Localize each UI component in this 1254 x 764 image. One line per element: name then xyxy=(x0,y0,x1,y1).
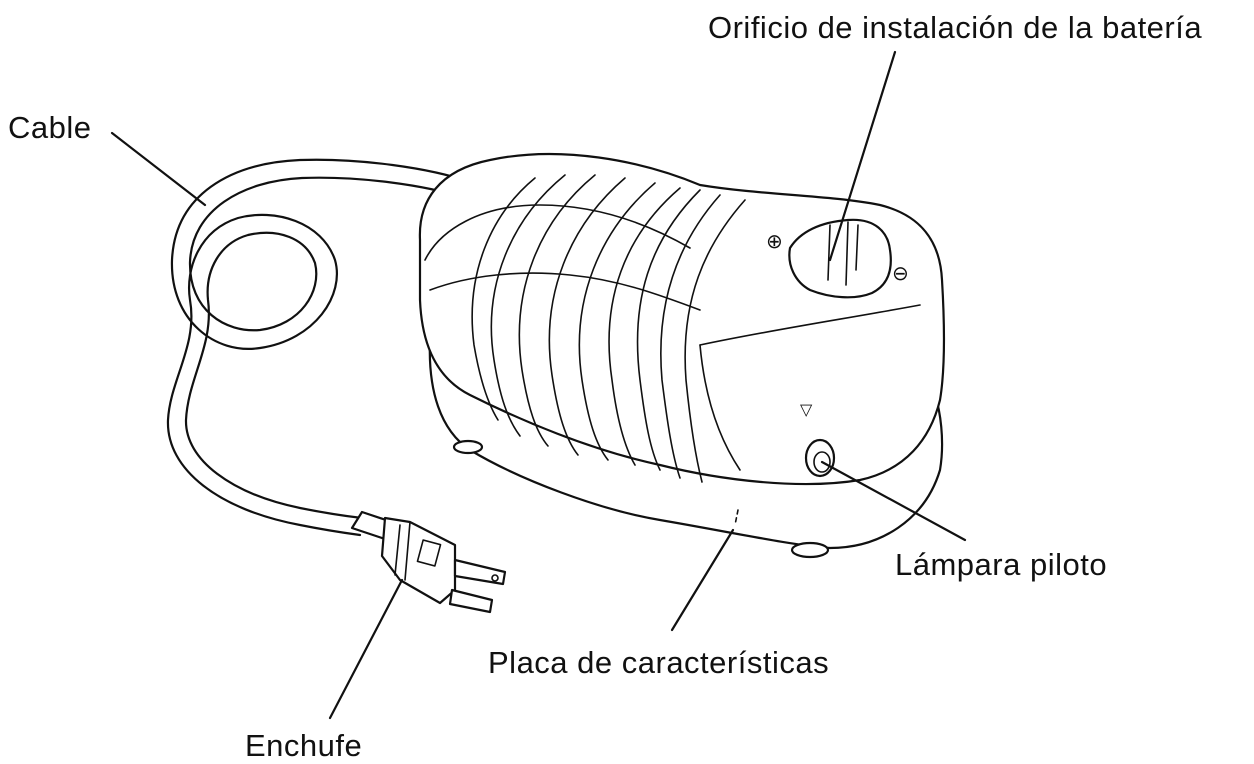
battery-hole-label: Orificio de instalación de la batería xyxy=(708,10,1203,45)
cable-drawing xyxy=(166,158,472,537)
plug-drawing xyxy=(350,510,507,614)
leader-lines xyxy=(110,50,967,720)
leader-plug xyxy=(328,578,404,720)
charger-body xyxy=(418,152,946,559)
pilot-lamp-label: Lámpara piloto xyxy=(895,547,1108,582)
leader-pilot-lamp xyxy=(820,460,967,542)
nameplate-label: Placa de características xyxy=(488,645,830,680)
leader-battery-hole xyxy=(828,50,897,262)
cable-label: Cable xyxy=(8,110,92,145)
plus-symbol: ⊕ xyxy=(766,229,783,253)
leader-nameplate xyxy=(670,528,735,632)
leader-cable xyxy=(110,131,207,207)
plug-label: Enchufe xyxy=(245,728,363,763)
triangle-symbol: ▽ xyxy=(800,400,813,419)
minus-symbol: ⊖ xyxy=(892,261,909,285)
